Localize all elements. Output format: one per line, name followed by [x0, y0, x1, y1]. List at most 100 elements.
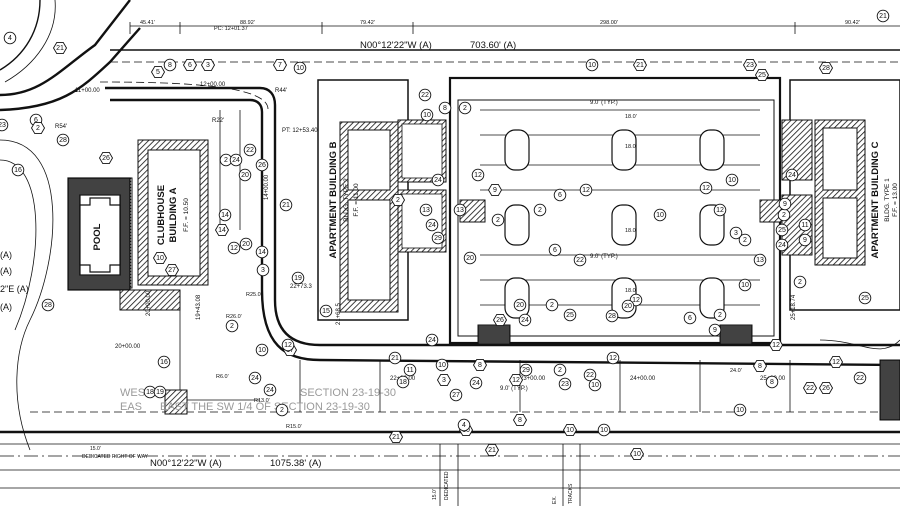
sta-pt: PT: 12+53.40: [282, 128, 318, 134]
callout-tag-shape: [41, 298, 55, 312]
sta-20: 20+00.00: [146, 290, 152, 316]
callout-tag-label: 23: [0, 122, 6, 129]
callout-tag-label: 9: [803, 237, 807, 244]
callout-tag-shape: [469, 376, 483, 390]
callout-tag-label: 10: [736, 407, 744, 414]
radius-44: R44': [275, 88, 287, 94]
callout-tag-shape: [425, 333, 439, 347]
callout-tag-shape: [438, 101, 452, 115]
callout-tag-label: 10: [591, 382, 599, 389]
callout-tag-label: 3: [261, 267, 265, 274]
callout-tag-label: 6: [34, 117, 38, 124]
callout-tag-label: 28: [608, 313, 616, 320]
dim-top-2: 88.92': [240, 20, 255, 26]
callout-tag-label: 20: [466, 255, 474, 262]
sta-14: 14+00.00: [264, 174, 270, 200]
callout-tag-shape: [492, 313, 508, 327]
apt-b-label: APARTMENT BUILDING B: [328, 141, 339, 258]
callout-tag-shape: [420, 108, 434, 122]
dim-top-4: 298.00': [600, 20, 618, 26]
callout-tag-label: 12: [474, 172, 482, 179]
callout-tag-label: 12: [702, 185, 710, 192]
callout-tag-label: 2: [550, 302, 554, 309]
callout-tag-shape: [802, 381, 818, 395]
apt-b-type: BLDG. TYPE 2: [343, 178, 350, 222]
callout-tag-shape: [248, 371, 262, 385]
callout-tag-label: 10: [633, 451, 641, 458]
callout-tag-shape: [853, 371, 867, 385]
callout-tag-label: 22: [806, 385, 814, 392]
callout-tag-label: 19: [294, 275, 302, 282]
callout-tag-shape: [449, 388, 463, 402]
clubhouse-label: CLUBHOUSE: [156, 185, 167, 245]
callout-tag-label: 22: [586, 372, 594, 379]
callout-tag-label: 28: [822, 65, 830, 72]
callout-tag-shape: [484, 443, 500, 457]
callout-tag-label: 2: [558, 367, 562, 374]
callout-tag-shape: [858, 291, 872, 305]
callout-tag-shape: [573, 253, 587, 267]
legal-ghost-text: WES EAS SECTION 23-19-30 EAST THE SW 1/4…: [120, 387, 396, 413]
callout-tag-shape: [545, 298, 559, 312]
callout-tag-shape: [388, 351, 402, 365]
callout-tag-shape: [281, 338, 295, 352]
callout-tag-label: 14: [221, 212, 229, 219]
callout-tag-label: 24: [232, 157, 240, 164]
callout-tag-label: 23: [746, 62, 754, 69]
callout-tag-shape: [255, 343, 269, 357]
callout-tag-shape: [785, 168, 799, 182]
callout-tag-label: 18: [399, 379, 407, 386]
callout-tag-label: 2: [718, 312, 722, 319]
callout-tag-label: 24: [788, 172, 796, 179]
radius-26: R26.0': [226, 314, 242, 320]
callout-tag-label: 29: [522, 367, 530, 374]
callout-tag-label: 21: [636, 62, 644, 69]
callout-tag-label: 10: [588, 62, 596, 69]
callout-tag-shape: [425, 218, 439, 232]
clubhouse-sub-label: BUILDING A: [168, 187, 179, 242]
callout-tag-label: 2: [36, 125, 40, 132]
callout-tag-label: 8: [168, 62, 172, 69]
parking-typ-2: 9.0' (TYP.): [590, 254, 618, 260]
callout-tag-shape: [752, 359, 768, 373]
callout-tag-shape: [214, 223, 230, 237]
callout-tag-label: 2: [230, 323, 234, 330]
callout-tag-label: 3: [206, 62, 210, 69]
callout-tag-shape: [597, 423, 611, 437]
callout-tag-shape: [828, 355, 844, 369]
callout-tag-label: 9: [713, 327, 717, 334]
apartment-building-c: [781, 79, 900, 311]
callout-tag-shape: [0, 118, 9, 132]
callout-tag-shape: [508, 373, 524, 387]
callout-tag-label: 2: [538, 207, 542, 214]
callout-tag-label: 13: [456, 207, 464, 214]
callout-tag-label: 12: [582, 187, 590, 194]
callout-tag-shape: [588, 378, 602, 392]
callout-tag-label: 24: [266, 387, 274, 394]
callout-tag-shape: [579, 183, 593, 197]
callout-tag-label: 29: [434, 235, 442, 242]
callout-tag-label: 11: [406, 367, 413, 374]
sta-12: 12+00.00: [200, 82, 226, 88]
sta-2518: 25+18.74: [791, 294, 797, 320]
callout-tag-shape: [708, 323, 722, 337]
pool-label: POOL: [92, 223, 103, 250]
callout-tag-label: 16: [160, 359, 168, 366]
callout-tag-shape: [431, 173, 445, 187]
callout-tag-label: 20: [242, 241, 250, 248]
callout-tag-shape: [753, 253, 767, 267]
callout-tag-label: 10: [656, 212, 664, 219]
callout-tag-shape: [256, 263, 270, 277]
bottom-bearing-text: N00°12'22"W (A): [150, 458, 222, 469]
radius-22: R22': [212, 118, 224, 124]
top-distance-text: 703.60' (A): [470, 40, 516, 51]
callout-tag-shape: [164, 263, 180, 277]
callout-tag-shape: [775, 238, 789, 252]
callout-tag-shape: [319, 304, 333, 318]
callout-tag-shape: [738, 233, 752, 247]
callout-tag-shape: [629, 447, 645, 461]
ghost-line-2: EAST THE SW 1/4 OF SECTION 23-19-30: [160, 401, 370, 413]
radius-25: R25.0': [246, 292, 262, 298]
callout-tag-shape: [396, 375, 410, 389]
